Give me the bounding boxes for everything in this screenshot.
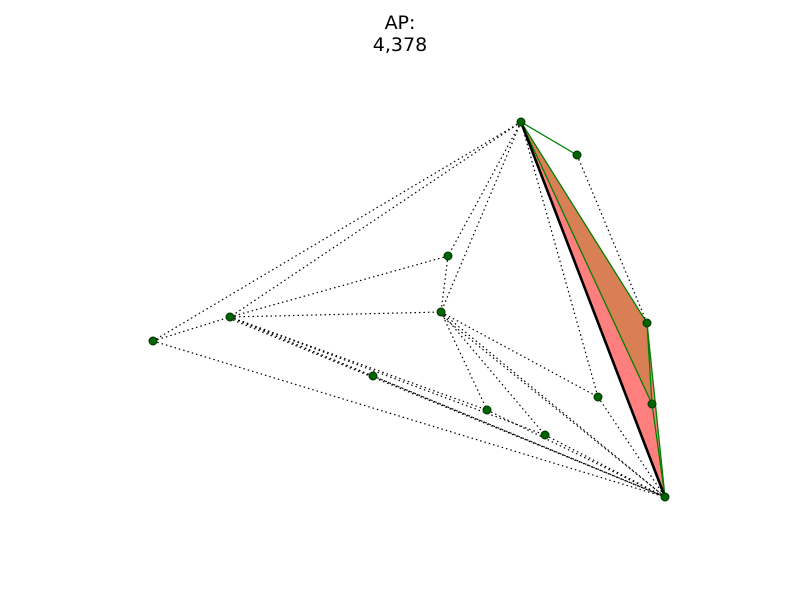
dotted-edges xyxy=(152,121,666,498)
vertices xyxy=(148,117,670,502)
figure-title: AP: 4,378 xyxy=(0,12,800,56)
edge-a-b xyxy=(152,121,522,342)
vertex-right-lower xyxy=(647,399,657,409)
edge-a-e xyxy=(440,121,522,313)
vertex-lower-right xyxy=(540,430,550,440)
edge-a-d xyxy=(447,121,522,257)
edge-e-l xyxy=(440,311,666,498)
hull-edge-m-l xyxy=(651,403,666,498)
edge-j-l xyxy=(486,409,666,498)
vertex-lower-center xyxy=(482,405,492,415)
hull-edge-a-g xyxy=(520,121,578,156)
edge-b-l xyxy=(152,340,666,498)
vertex-top-right xyxy=(572,150,582,160)
vertex-right-upper xyxy=(642,318,652,328)
edge-c-e xyxy=(229,311,442,318)
diagonal-edge xyxy=(519,121,667,498)
vertex-far-left xyxy=(148,336,158,346)
vertex-top xyxy=(516,117,526,127)
edge-d-e xyxy=(440,255,449,313)
edge-b-c xyxy=(152,316,231,342)
edge-k-l xyxy=(544,434,666,498)
edge-c-d xyxy=(229,255,449,318)
edge-i-l xyxy=(372,375,666,498)
title-label: AP: xyxy=(384,12,416,34)
vertex-right-middle xyxy=(593,392,603,402)
hull-edges xyxy=(520,121,666,498)
edge-a-c xyxy=(229,121,522,318)
vertex-left-inner xyxy=(225,312,235,322)
edge-e-j xyxy=(440,311,488,411)
hull-edge-h-l xyxy=(646,322,666,498)
title-value: 4,378 xyxy=(372,34,428,56)
edge-f-l xyxy=(597,396,666,498)
vertex-lower-left xyxy=(368,371,378,381)
edge-e-k xyxy=(440,311,546,436)
vertex-middle xyxy=(436,307,446,317)
hull-edge-a-m xyxy=(520,121,653,405)
edge-g-h xyxy=(576,154,648,324)
vertex-bottom xyxy=(660,492,670,502)
edge-c-l2 xyxy=(232,319,666,498)
edge-c-k xyxy=(229,316,546,436)
vertex-upper-middle xyxy=(443,251,453,261)
hull-edge-a-h xyxy=(520,121,648,324)
edge-e-f xyxy=(440,311,599,398)
